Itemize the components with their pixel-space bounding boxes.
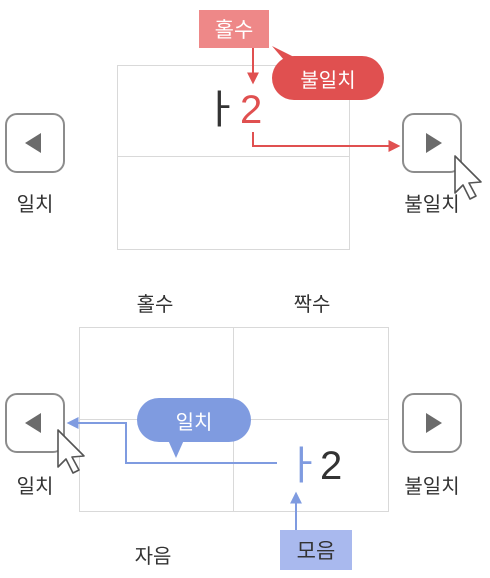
right-arrow-icon xyxy=(426,133,442,153)
top-grid xyxy=(117,65,350,250)
top-next-button[interactable] xyxy=(402,113,462,173)
bottom-bubble-tail xyxy=(168,440,184,458)
bottom-prev-button[interactable] xyxy=(5,393,65,453)
top-prev-button[interactable] xyxy=(5,113,65,173)
bottom-bubble-match: 일치 xyxy=(137,398,251,442)
top-vowel: ㅏ xyxy=(202,88,239,132)
mouse-cursor-icon xyxy=(57,429,85,474)
top-right-label: 불일치 xyxy=(404,194,460,216)
bottom-match-arrow xyxy=(66,417,277,464)
top-tag-odd: 홀수 xyxy=(199,10,269,48)
top-grid-divider xyxy=(117,156,350,157)
top-left-label: 일치 xyxy=(16,194,54,216)
col-label-odd: 홀수 xyxy=(136,294,174,316)
top-number: 2 xyxy=(240,88,263,132)
bottom-left-label: 일치 xyxy=(16,476,54,498)
row-label-consonant: 자음 xyxy=(134,546,172,568)
bottom-vowel: ㅏ xyxy=(284,444,321,488)
top-mismatch-arrow xyxy=(252,132,401,152)
top-bubble-mismatch: 불일치 xyxy=(272,56,384,100)
left-arrow-icon xyxy=(25,413,41,433)
left-arrow-icon xyxy=(25,133,41,153)
bottom-tag-vowel: 모음 xyxy=(280,530,352,570)
mouse-cursor-icon xyxy=(454,155,482,200)
col-label-even: 짝수 xyxy=(293,294,331,316)
bottom-next-button[interactable] xyxy=(402,393,462,453)
right-arrow-icon xyxy=(426,413,442,433)
bottom-number: 2 xyxy=(320,444,343,488)
top-bubble-tail xyxy=(272,46,296,60)
bottom-right-label: 불일치 xyxy=(404,476,460,498)
